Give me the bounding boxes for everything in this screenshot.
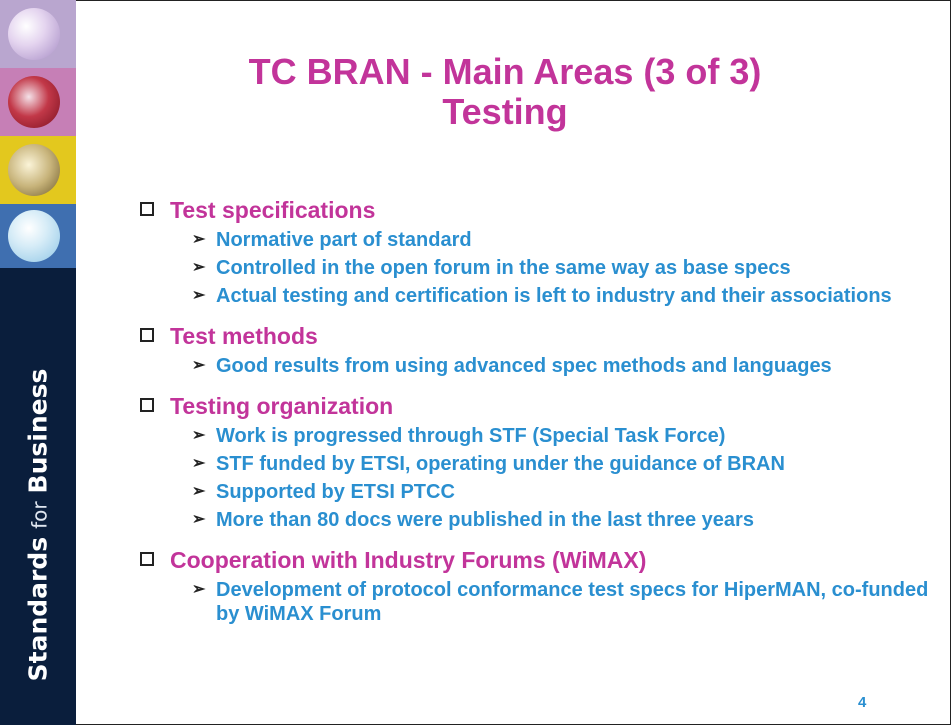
arrow-right-icon: ➢ [192, 511, 206, 528]
globe-coin-icon [8, 8, 60, 60]
tagline-word-standards: Standards [23, 536, 53, 682]
list-item-text: Development of protocol conformance test… [216, 579, 929, 625]
section-heading-text: Test methods [170, 323, 318, 349]
slide-title-line2: Testing [442, 91, 568, 132]
section-heading: Test methods [140, 322, 940, 350]
sidebar: Standards for Business [0, 0, 76, 725]
slide-title: TC BRAN - Main Areas (3 of 3) Testing [150, 52, 860, 132]
list-item: ➢ Work is progressed through STF (Special… [140, 424, 940, 448]
checkbox-square-icon [140, 202, 154, 216]
list-item-text: Work is progressed through STF (Special … [216, 425, 726, 447]
section-heading: Test specifications [140, 196, 940, 224]
list-item-text: Good results from using advanced spec me… [216, 355, 832, 377]
list-item-text: Controlled in the open forum in the same… [216, 257, 791, 279]
arrow-right-icon: ➢ [192, 455, 206, 472]
arrow-right-icon: ➢ [192, 483, 206, 500]
slide-title-line1: TC BRAN - Main Areas (3 of 3) [248, 51, 762, 92]
arrow-right-icon: ➢ [192, 287, 206, 304]
list-item-text: STF funded by ETSI, operating under the … [216, 453, 785, 475]
list-item: ➢ Good results from using advanced spec m… [140, 354, 940, 378]
tagline-word-business: Business [23, 368, 53, 494]
section-cooperation: Cooperation with Industry Forums (WiMAX)… [140, 546, 940, 626]
sidebar-tagline: Standards for Business [24, 369, 53, 682]
list-item: ➢ Actual testing and certification is lef… [140, 284, 940, 308]
section-test-specifications: Test specifications ➢ Normative part of s… [140, 196, 940, 308]
list-item: ➢ STF funded by ETSI, operating under the… [140, 452, 940, 476]
list-item-text: Actual testing and certification is left… [216, 285, 892, 307]
arrow-right-icon: ➢ [192, 427, 206, 444]
section-heading-text: Testing organization [170, 393, 394, 419]
section-test-methods: Test methods ➢ Good results from using ad… [140, 322, 940, 378]
arrow-right-icon: ➢ [192, 259, 206, 276]
globe-coin-icon [8, 210, 60, 262]
arrow-right-icon: ➢ [192, 231, 206, 248]
checkbox-square-icon [140, 328, 154, 342]
list-item: ➢ Supported by ETSI PTCC [140, 480, 940, 504]
globe-coin-icon [8, 76, 60, 128]
list-item-text: Supported by ETSI PTCC [216, 481, 455, 503]
arrow-right-icon: ➢ [192, 581, 206, 598]
checkbox-square-icon [140, 398, 154, 412]
globe-coin-icon [8, 144, 60, 196]
arrow-right-icon: ➢ [192, 357, 206, 374]
section-heading-text: Cooperation with Industry Forums (WiMAX) [170, 547, 647, 573]
checkbox-square-icon [140, 552, 154, 566]
page-number: 4 [858, 694, 867, 711]
slide-content: Test specifications ➢ Normative part of s… [140, 196, 940, 640]
section-heading-text: Test specifications [170, 197, 376, 223]
list-item-text: More than 80 docs were published in the … [216, 509, 754, 531]
section-testing-organization: Testing organization ➢ Work is progressed… [140, 392, 940, 532]
tagline-word-for: for [27, 501, 52, 529]
list-item: ➢ More than 80 docs were published in the… [140, 508, 940, 532]
list-item: ➢ Normative part of standard [140, 228, 940, 252]
list-item: ➢ Development of protocol conformance tes… [140, 578, 940, 626]
section-heading: Cooperation with Industry Forums (WiMAX) [140, 546, 940, 574]
list-item: ➢ Controlled in the open forum in the sam… [140, 256, 940, 280]
list-item-text: Normative part of standard [216, 229, 472, 251]
section-heading: Testing organization [140, 392, 940, 420]
